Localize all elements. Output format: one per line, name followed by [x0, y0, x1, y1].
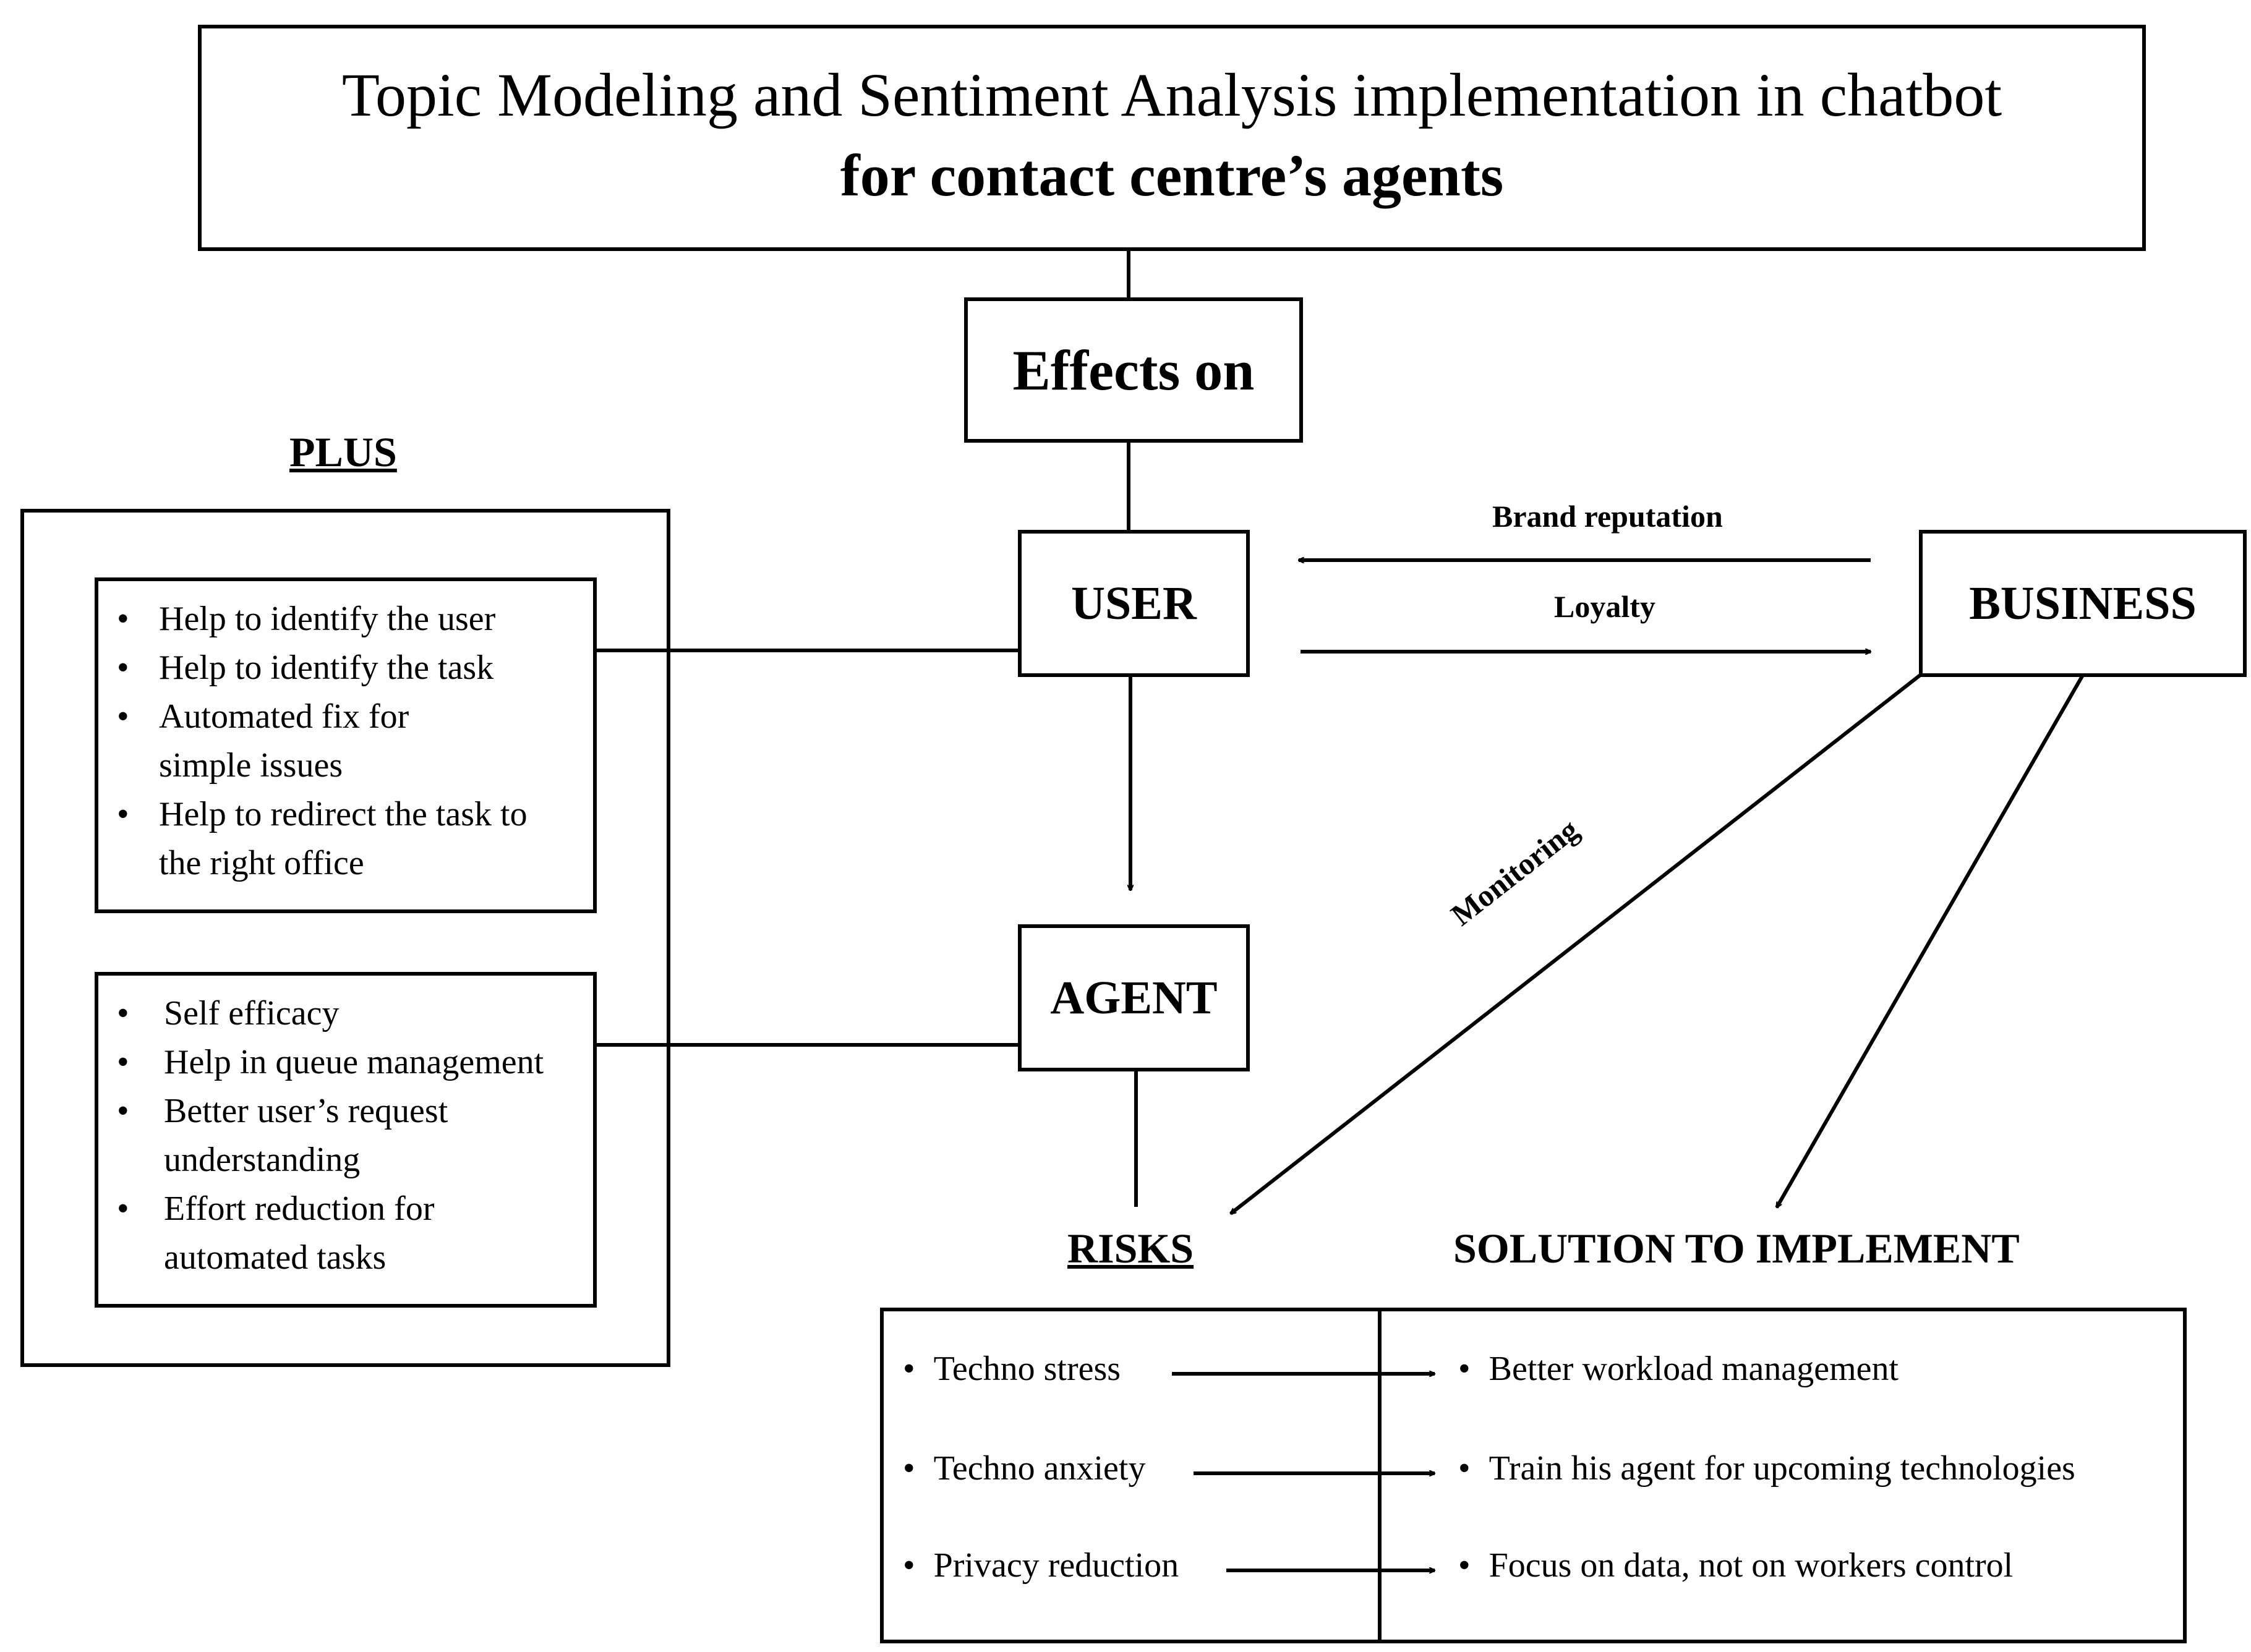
list-item: Help to identify the task	[98, 644, 593, 692]
solution-item-text: Better workload management	[1489, 1350, 1899, 1388]
plus-heading: PLUS	[289, 428, 397, 475]
list-item: Better user’s request understanding	[98, 1087, 510, 1185]
user-benefits-list: Help to identify the user Help to identi…	[98, 595, 593, 888]
effects-on-label: Effects on	[1012, 338, 1255, 402]
business-to-solution-arrow	[1775, 674, 2085, 1207]
list-item: Effort reduction for automated tasks	[98, 1185, 510, 1282]
monitoring-arrow	[1231, 673, 1921, 1216]
business-label: BUSINESS	[1969, 577, 2197, 629]
bullet: •	[1458, 1546, 1471, 1585]
risk-item-3: • Privacy reduction	[903, 1546, 1179, 1585]
list-item: Automated fix for simple issues	[98, 692, 505, 790]
loyalty-label: Loyalty	[1554, 589, 1655, 624]
solution-item-text: Focus on data, not on workers control	[1489, 1546, 2014, 1585]
risks-solutions-box	[880, 1308, 2187, 1643]
agent-label: AGENT	[1050, 971, 1218, 1024]
agent-benefits-list: Self efficacy Help in queue management B…	[98, 989, 593, 1282]
risks-solutions-divider	[1378, 1308, 1382, 1643]
title-line-1: Topic Modeling and Sentiment Analysis im…	[341, 61, 2002, 129]
risk-item-text: Privacy reduction	[933, 1546, 1179, 1585]
solution-item-2: • Train his agent for upcoming technologi…	[1458, 1449, 2075, 1488]
list-item: Help in queue management	[98, 1038, 593, 1087]
user-benefits-box: Help to identify the user Help to identi…	[95, 577, 597, 913]
list-item: Self efficacy	[98, 989, 593, 1038]
solution-heading: SOLUTION TO IMPLEMENT	[1453, 1225, 2020, 1272]
list-item: Help to redirect the task to the right o…	[98, 790, 555, 888]
solution-item-3: • Focus on data, not on workers control	[1458, 1546, 2013, 1585]
brand-reputation-label: Brand reputation	[1492, 499, 1723, 534]
bullet: •	[903, 1546, 915, 1585]
bullet: •	[903, 1449, 915, 1488]
risks-heading: RISKS	[1067, 1225, 1194, 1272]
bullet: •	[1458, 1449, 1471, 1488]
user-box: USER	[1018, 530, 1250, 677]
business-box: BUSINESS	[1919, 530, 2247, 677]
risk-item-1: • Techno stress	[903, 1349, 1121, 1389]
agent-box: AGENT	[1018, 924, 1250, 1071]
agent-benefits-box: Self efficacy Help in queue management B…	[95, 972, 597, 1308]
risk-item-text: Techno anxiety	[933, 1449, 1146, 1488]
effects-on-box: Effects on	[964, 297, 1303, 443]
title-line-2: for contact centre’s agents	[840, 142, 1504, 208]
risk-item-2: • Techno anxiety	[903, 1449, 1145, 1488]
solution-item-text: Train his agent for upcoming technologie…	[1489, 1449, 2075, 1488]
risk-item-text: Techno stress	[933, 1350, 1121, 1388]
bullet: •	[1458, 1350, 1471, 1388]
user-label: USER	[1071, 577, 1197, 629]
solution-item-1: • Better workload management	[1458, 1349, 1899, 1389]
list-item: Help to identify the user	[98, 595, 593, 644]
bullet: •	[903, 1350, 915, 1388]
title-box: Topic Modeling and Sentiment Analysis im…	[198, 25, 2146, 251]
plus-box	[20, 509, 670, 1367]
